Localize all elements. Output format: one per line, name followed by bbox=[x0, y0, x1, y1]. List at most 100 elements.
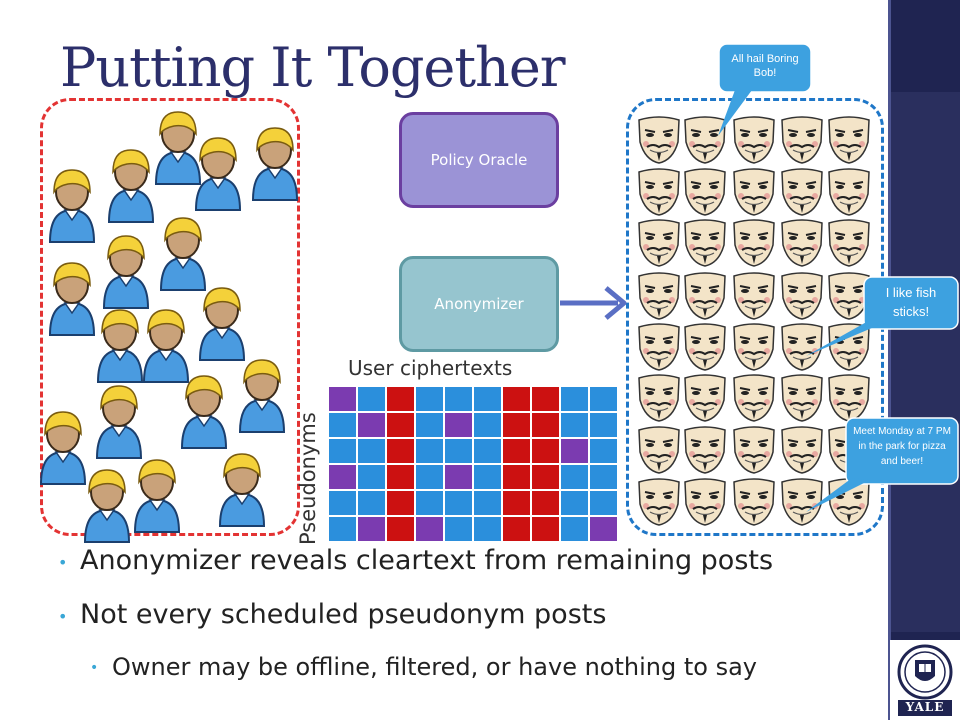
user-icon bbox=[251, 127, 299, 201]
mask-icon bbox=[733, 374, 775, 422]
ciphertext-cell bbox=[386, 412, 415, 438]
anonymizer-label: Anonymizer bbox=[434, 295, 524, 313]
user-icon bbox=[159, 217, 207, 291]
ciphertext-cell bbox=[328, 438, 357, 464]
ciphertext-cell bbox=[531, 438, 560, 464]
speech-bubble-3-text: Meet Monday at 7 PM in the park for pizz… bbox=[853, 426, 951, 467]
user-icon bbox=[95, 385, 143, 459]
user-icon bbox=[218, 453, 266, 527]
mask-icon bbox=[684, 426, 726, 474]
ciphertext-cell bbox=[502, 464, 531, 490]
ciphertext-cell bbox=[444, 438, 473, 464]
speech-bubble-3 bbox=[806, 417, 959, 512]
mask-icon bbox=[638, 168, 680, 216]
mask-icon bbox=[684, 168, 726, 216]
user-icon bbox=[194, 137, 242, 211]
ciphertext-cell bbox=[386, 438, 415, 464]
ciphertext-cell bbox=[444, 464, 473, 490]
ciphertext-cell bbox=[589, 516, 618, 542]
mask-icon bbox=[733, 116, 775, 164]
ciphertext-cell bbox=[415, 438, 444, 464]
user-icon bbox=[142, 309, 190, 383]
bullet-item-1: • Anonymizer reveals cleartext from rema… bbox=[58, 545, 773, 576]
mask-icon bbox=[828, 374, 870, 422]
ciphertext-cell bbox=[444, 386, 473, 412]
ciphertext-cell bbox=[357, 386, 386, 412]
sidebar-band bbox=[888, 92, 960, 632]
yale-shield-icon bbox=[890, 640, 960, 720]
mask-icon bbox=[684, 478, 726, 526]
ciphertext-cell bbox=[473, 386, 502, 412]
ciphertext-cell bbox=[357, 464, 386, 490]
anonymizer-box: Anonymizer bbox=[399, 256, 559, 352]
ciphertext-cell bbox=[386, 386, 415, 412]
mask-icon bbox=[781, 116, 823, 164]
slide-title: Putting It Together bbox=[60, 36, 566, 99]
ciphertext-cell bbox=[589, 438, 618, 464]
ciphertext-cell bbox=[502, 516, 531, 542]
ciphertext-cell bbox=[328, 412, 357, 438]
ciphertext-cell bbox=[473, 490, 502, 516]
ciphertext-cell bbox=[328, 386, 357, 412]
ciphertext-cell bbox=[560, 438, 589, 464]
ciphertext-cell bbox=[357, 438, 386, 464]
mask-icon bbox=[733, 272, 775, 320]
mask-icon bbox=[828, 116, 870, 164]
yale-logo-text: YALE bbox=[905, 700, 945, 714]
users-group-box bbox=[40, 98, 300, 536]
ciphertext-cell bbox=[589, 464, 618, 490]
ciphertext-cell bbox=[589, 386, 618, 412]
user-icon bbox=[107, 149, 155, 223]
mask-icon bbox=[733, 323, 775, 371]
ciphertext-cell bbox=[502, 412, 531, 438]
ciphertext-cell bbox=[502, 438, 531, 464]
ciphertext-cell bbox=[386, 464, 415, 490]
speech-bubble-2-text: I like fish sticks! bbox=[885, 285, 937, 319]
bullet-text-1: Anonymizer reveals cleartext from remain… bbox=[80, 545, 774, 576]
ciphertext-cell bbox=[444, 516, 473, 542]
speech-bubble-1 bbox=[718, 43, 812, 136]
ciphertext-cell bbox=[473, 412, 502, 438]
bullet-text-2: Not every scheduled pseudonym posts bbox=[80, 599, 607, 630]
mask-icon bbox=[638, 323, 680, 371]
mask-icon bbox=[733, 219, 775, 267]
mask-icon bbox=[684, 323, 726, 371]
user-icon bbox=[96, 309, 144, 383]
mask-icon bbox=[638, 116, 680, 164]
ciphertext-cell bbox=[560, 386, 589, 412]
user-icon bbox=[198, 287, 246, 361]
mask-icon bbox=[684, 374, 726, 422]
ciphertext-cell bbox=[531, 464, 560, 490]
mask-icon bbox=[781, 272, 823, 320]
user-icon bbox=[39, 411, 87, 485]
user-icon bbox=[102, 235, 150, 309]
mask-icon bbox=[781, 168, 823, 216]
ciphertext-cell bbox=[560, 516, 589, 542]
ciphertext-cell bbox=[415, 464, 444, 490]
user-icon bbox=[83, 469, 131, 543]
mask-icon bbox=[828, 168, 870, 216]
user-icon bbox=[180, 375, 228, 449]
ciphertext-cell bbox=[415, 412, 444, 438]
ciphertext-cell bbox=[328, 490, 357, 516]
mask-icon bbox=[781, 478, 823, 526]
ciphertext-cell bbox=[386, 490, 415, 516]
policy-oracle-box: Policy Oracle bbox=[399, 112, 559, 208]
ciphertext-cell bbox=[560, 490, 589, 516]
mask-icon bbox=[684, 272, 726, 320]
ciphertext-label: User ciphertexts bbox=[348, 356, 513, 380]
mask-icon bbox=[781, 426, 823, 474]
bullet-dot-icon: • bbox=[58, 607, 68, 626]
ciphertext-cell bbox=[502, 386, 531, 412]
bullet-dot-icon: • bbox=[58, 553, 68, 572]
speech-bubble-2 bbox=[806, 276, 959, 356]
ciphertext-cell bbox=[357, 516, 386, 542]
mask-icon bbox=[733, 426, 775, 474]
ciphertext-cell bbox=[328, 516, 357, 542]
ciphertext-cell bbox=[531, 490, 560, 516]
ciphertext-cell bbox=[444, 412, 473, 438]
ciphertext-cell bbox=[357, 490, 386, 516]
